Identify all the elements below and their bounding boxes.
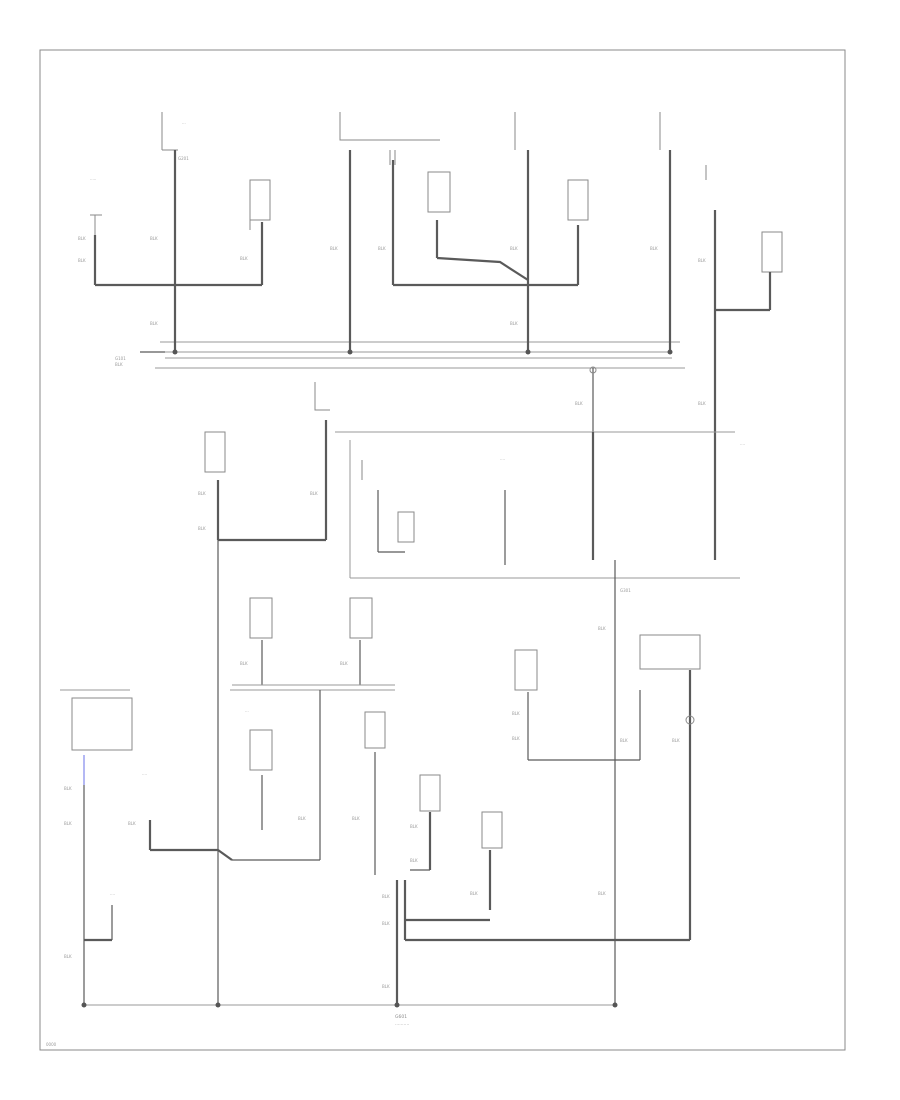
svg-text:BLK: BLK bbox=[698, 401, 706, 406]
svg-text:BLK: BLK bbox=[330, 246, 338, 251]
component-top-1: ... G201 BLK BLK bbox=[150, 112, 189, 352]
svg-text:...: ... bbox=[182, 120, 186, 125]
svg-text:BLK: BLK bbox=[470, 891, 478, 896]
svg-text:BLK: BLK bbox=[64, 786, 72, 791]
svg-text:G601: G601 bbox=[395, 1014, 407, 1020]
component-box-2: BLK bbox=[240, 179, 271, 285]
svg-text:BLK: BLK bbox=[410, 858, 418, 863]
svg-text:BLK: BLK bbox=[78, 258, 86, 263]
svg-text:BLK: BLK bbox=[298, 816, 306, 821]
svg-text:BLK: BLK bbox=[698, 258, 706, 263]
svg-text:BLK: BLK bbox=[410, 824, 418, 829]
svg-text:BLK: BLK bbox=[382, 894, 390, 899]
svg-text:...: ... bbox=[245, 708, 249, 713]
svg-text:....: .... bbox=[110, 891, 115, 896]
svg-text:BLK: BLK bbox=[352, 816, 360, 821]
svg-text:BLK: BLK bbox=[672, 738, 680, 743]
ground-g101-label: G101 bbox=[115, 356, 126, 361]
svg-text:BLK: BLK bbox=[198, 526, 206, 531]
svg-text:BLK: BLK bbox=[64, 821, 72, 826]
component-top-6: BLK bbox=[650, 112, 672, 352]
component-top-5: BLK BLK bbox=[510, 112, 589, 352]
svg-text:BLK: BLK bbox=[512, 711, 520, 716]
svg-text:BLK: BLK bbox=[598, 626, 606, 631]
svg-text:BLK: BLK bbox=[650, 246, 658, 251]
ground-g101-sub: BLK bbox=[115, 362, 123, 367]
lower-section: BLK BLK BLK BLK BLK .... BLK .... BLK ..… bbox=[60, 560, 701, 1027]
svg-text:G301: G301 bbox=[620, 588, 631, 593]
svg-text:BLK: BLK bbox=[64, 954, 72, 959]
svg-text:G201: G201 bbox=[178, 156, 189, 161]
corner-code: 0000 bbox=[46, 1042, 57, 1047]
svg-text:.....: ..... bbox=[90, 176, 96, 181]
svg-text:BLK: BLK bbox=[598, 891, 606, 896]
svg-text:BLK: BLK bbox=[310, 491, 318, 496]
svg-text:BLK: BLK bbox=[510, 321, 518, 326]
svg-text:BLK: BLK bbox=[78, 236, 86, 241]
diagram-frame bbox=[39, 49, 846, 1051]
top-ground-bus: G101 BLK bbox=[115, 341, 685, 369]
component-left-switch: ..... BLK BLK bbox=[78, 176, 262, 287]
svg-text:..........: .......... bbox=[395, 1022, 409, 1027]
svg-text:BLK: BLK bbox=[510, 246, 518, 251]
svg-text:....: .... bbox=[740, 441, 745, 446]
svg-text:BLK: BLK bbox=[150, 236, 158, 241]
svg-text:BLK: BLK bbox=[382, 984, 390, 989]
svg-text:....: .... bbox=[142, 771, 147, 776]
svg-text:BLK: BLK bbox=[240, 256, 248, 261]
svg-text:BLK: BLK bbox=[378, 246, 386, 251]
svg-text:BLK: BLK bbox=[575, 401, 583, 406]
svg-text:BLK: BLK bbox=[150, 321, 158, 326]
svg-text:BLK: BLK bbox=[198, 491, 206, 496]
component-top-4: BLK bbox=[378, 150, 529, 287]
middle-section: BLK BLK BLK .... BLK bbox=[198, 366, 740, 1005]
svg-text:BLK: BLK bbox=[240, 661, 248, 666]
svg-text:BLK: BLK bbox=[620, 738, 628, 743]
component-top-3: BLK bbox=[330, 112, 440, 352]
svg-text:....: .... bbox=[500, 456, 505, 461]
svg-text:BLK: BLK bbox=[340, 661, 348, 666]
svg-text:BLK: BLK bbox=[128, 821, 136, 826]
svg-text:BLK: BLK bbox=[512, 736, 520, 741]
svg-text:BLK: BLK bbox=[382, 921, 390, 926]
component-right-column: BLK BLK .... bbox=[698, 165, 783, 560]
